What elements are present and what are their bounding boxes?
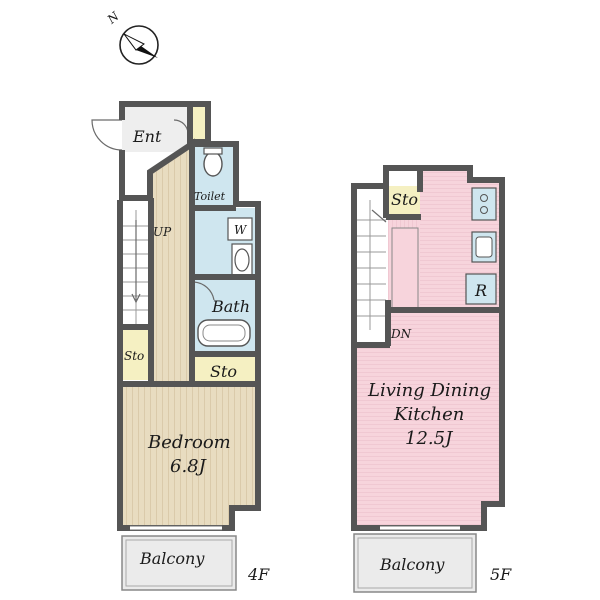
refrigerator-label: R: [474, 281, 487, 300]
balcony-5f-label: Balcony: [379, 555, 445, 574]
washer-label: W: [234, 223, 248, 237]
entrance-area: [122, 104, 190, 152]
up-label: UP: [153, 225, 172, 239]
bedroom-floor: [122, 386, 256, 526]
stair-treads-5f: [354, 200, 386, 330]
sink-basin-icon: [234, 248, 250, 272]
walls-5f: [351, 165, 505, 531]
ldk-floor: [356, 170, 500, 526]
storage-5f-room: [388, 186, 420, 216]
balcony-5f: [353, 533, 477, 593]
floor-4f: Ent Toilet W Bath UP Sto Sto Bedroom 6.8…: [91, 101, 270, 591]
entrance-door-swing: [91, 119, 123, 151]
ldk-label-line2: Kitchen: [393, 404, 464, 425]
floor-4f-label: 4F: [247, 565, 270, 584]
entrance-label: Ent: [132, 127, 162, 146]
balcony-4f-inner: [125, 539, 233, 587]
bedroom-size-label: 6.8J: [170, 456, 208, 477]
storage-left-room: [122, 328, 150, 380]
compass-north-label: N: [104, 9, 122, 27]
storage-5f-label: Sto: [391, 190, 418, 209]
kitchen-counter-island: [391, 227, 419, 309]
toilet-tank-icon: [203, 147, 223, 155]
refrigerator-icon: [465, 273, 497, 305]
floor-5f: Sto DN R Living Dining Kitchen 12.5J Bal…: [351, 165, 512, 593]
down-label: DN: [390, 327, 412, 341]
storage-left-label: Sto: [124, 349, 144, 363]
ldk-label-line1: Living Dining: [367, 380, 491, 401]
balcony-5f-inner: [357, 537, 473, 589]
compass: N: [104, 9, 159, 65]
balcony-4f-label: Balcony: [139, 549, 205, 568]
storage-bottom-label: Sto: [210, 362, 237, 381]
toilet-bowl-icon: [203, 151, 223, 177]
walls-4f-main: [119, 138, 195, 384]
washer-box: [227, 217, 253, 241]
corridor-floor: [150, 146, 190, 382]
storage-bottom-room: [192, 356, 256, 384]
bath-door-swing: [193, 281, 215, 301]
bath-label: Bath: [211, 297, 250, 316]
toilet-label: Toilet: [194, 190, 226, 203]
balcony-4f: [121, 535, 237, 591]
compass-needle-tail: [123, 33, 145, 51]
stair-arrow-icon: [131, 220, 141, 304]
ldk-size-label: 12.5J: [405, 428, 454, 449]
bathtub-icon: [197, 319, 251, 347]
floor-5f-label: 5F: [490, 565, 512, 584]
stair-5f-arrow-icon: [371, 209, 387, 223]
bedroom-label: Bedroom: [147, 432, 231, 453]
bathtub-inner: [202, 324, 246, 342]
stove-icon: [471, 187, 497, 221]
